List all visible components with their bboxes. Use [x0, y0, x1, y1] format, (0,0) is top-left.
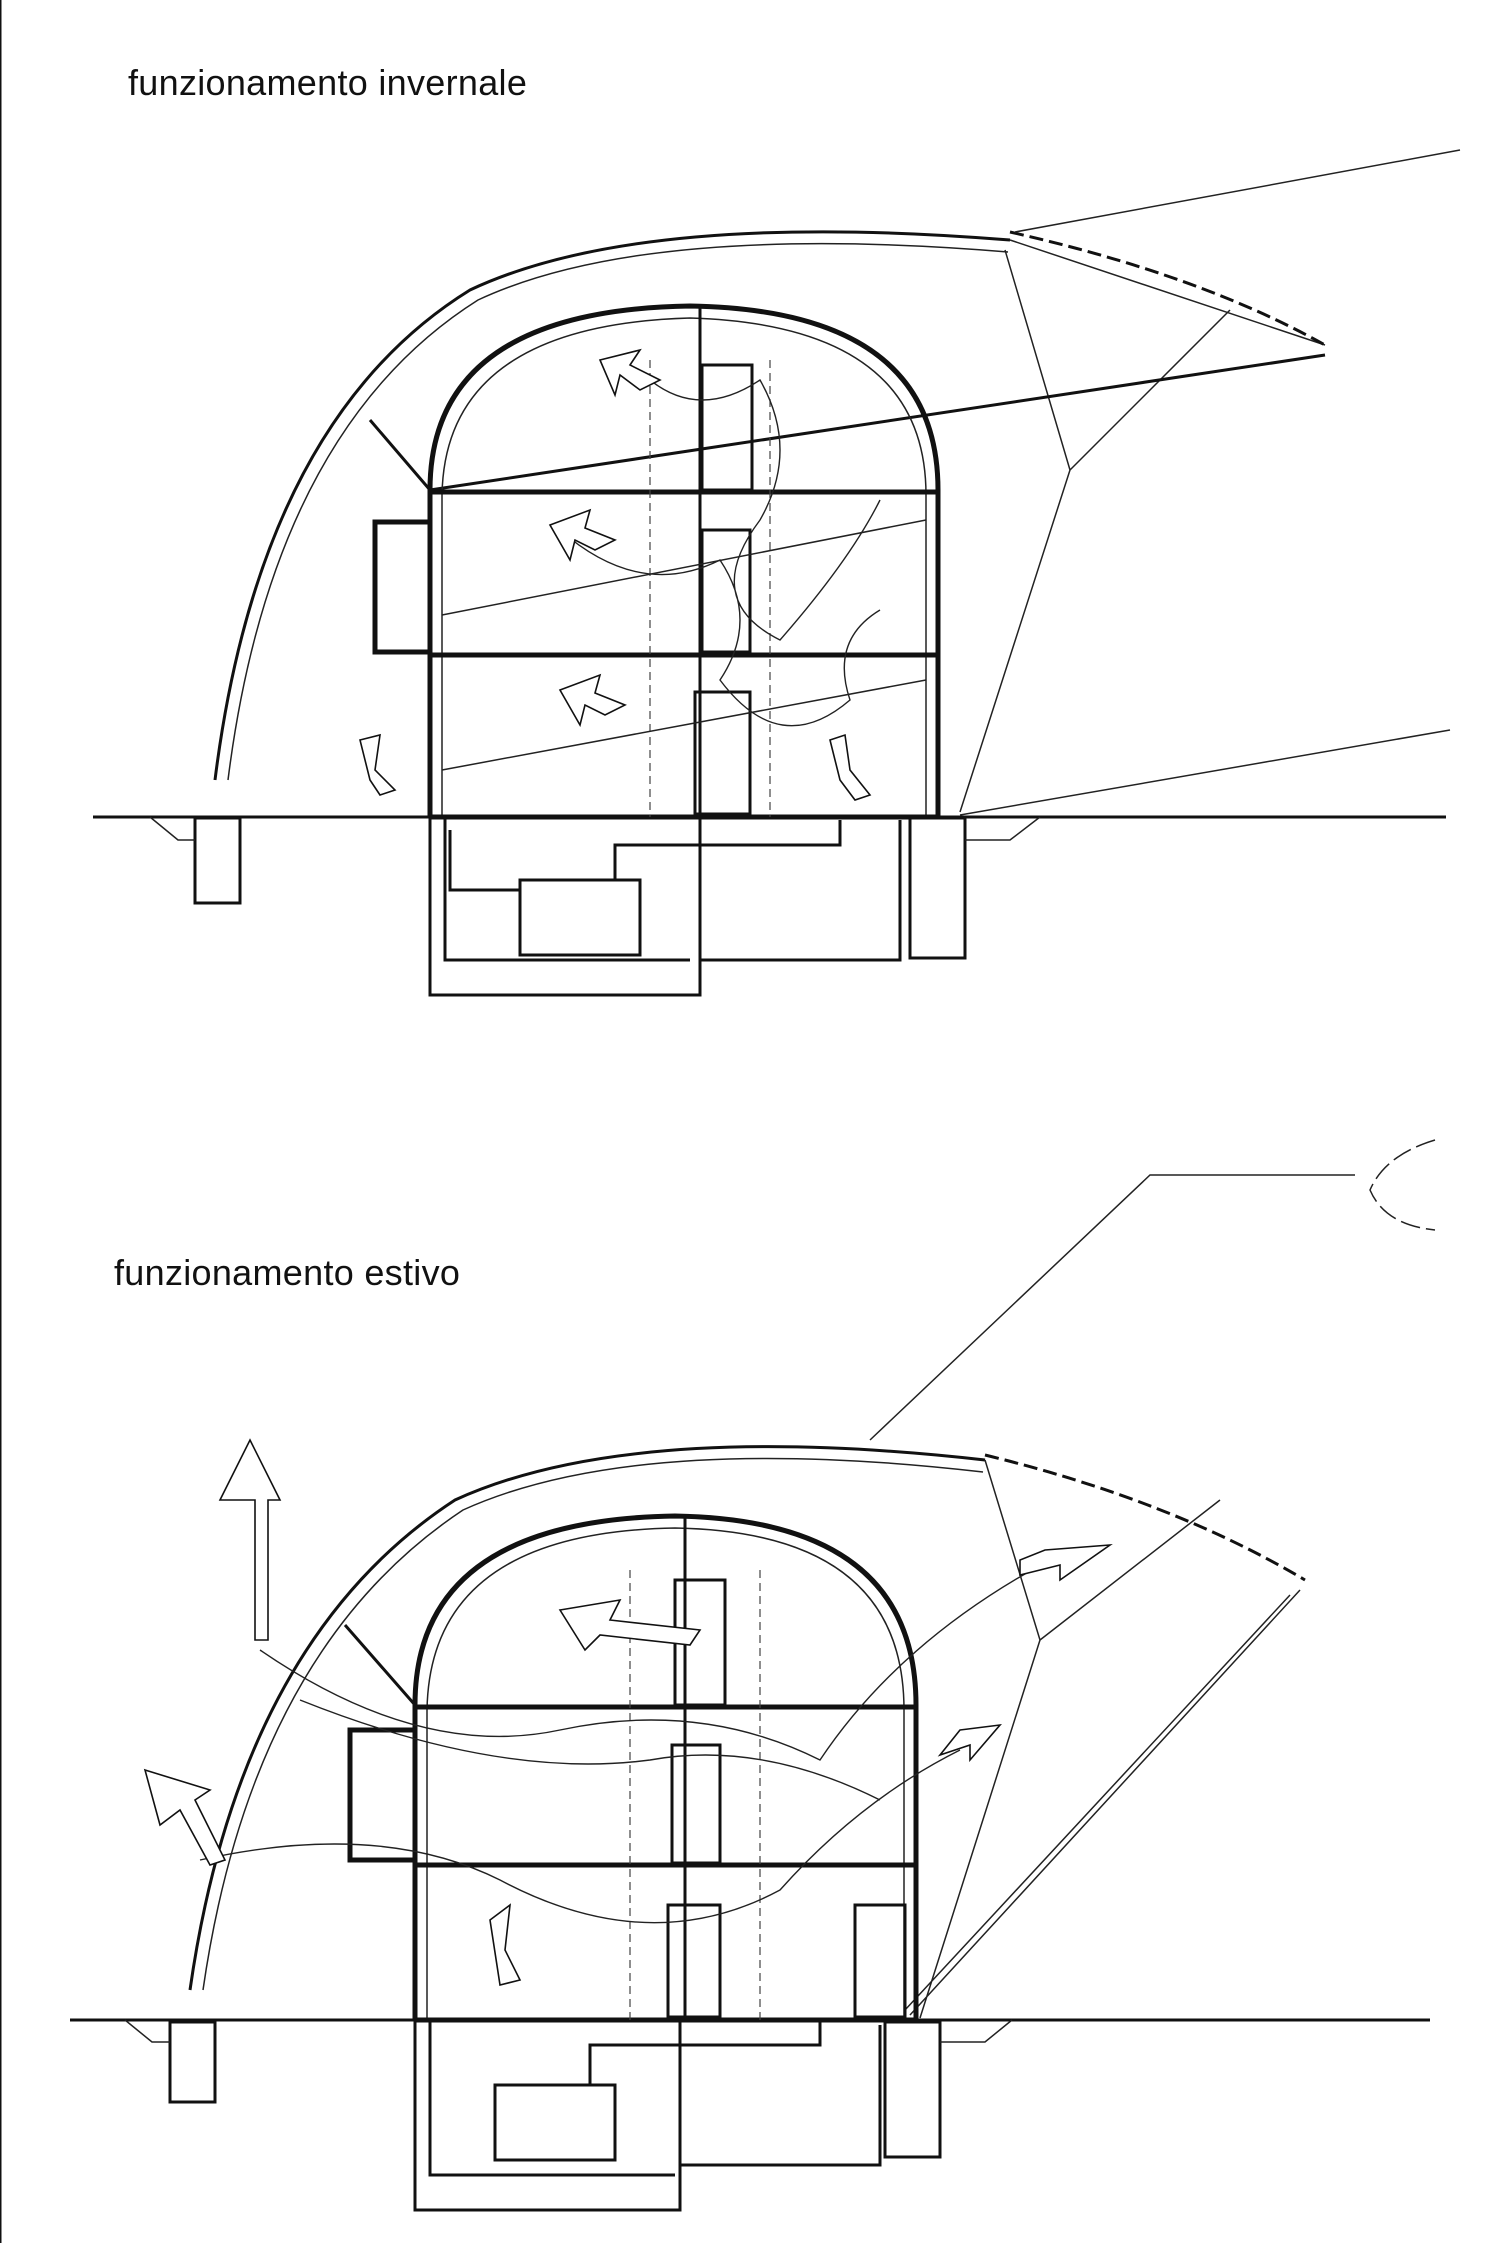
exhaust-arrow-icon [1019, 1543, 1113, 1582]
building-envelope [427, 303, 941, 817]
sun-ray-in [441, 519, 927, 616]
airflow-path [559, 379, 881, 727]
sun-symbol [1369, 1139, 1436, 1231]
footing [124, 2019, 1013, 2043]
exhaust-arrow-icon [937, 1723, 1002, 1763]
duct-low [666, 1903, 722, 2019]
sun-ray-low [959, 729, 1451, 816]
air-arrow-icon [548, 508, 617, 563]
summer-section [70, 1139, 1436, 2212]
airflow-path [199, 1559, 1051, 1924]
right-foundation [883, 2020, 942, 2159]
right-foundation [908, 816, 967, 960]
heat-storage [518, 878, 642, 957]
air-duct [588, 2022, 822, 2085]
outer-glass-shell [213, 230, 1011, 781]
air-arrow-icon [598, 348, 662, 398]
outer-shell-inner-line [227, 242, 1009, 781]
air-arrow-icon [558, 1598, 702, 1652]
winter-operation-title: funzionamento invernale [128, 62, 528, 103]
exhaust-arrow-icon [218, 1438, 282, 1641]
support-frame [904, 1459, 1301, 2019]
winter-section [93, 149, 1461, 997]
air-arrow-icon [829, 733, 872, 801]
strut [343, 1624, 417, 1706]
sun-ray [1014, 149, 1461, 233]
outer-shell-inner-line [202, 1457, 984, 1991]
heat-storage [493, 2083, 617, 2162]
basement [413, 2020, 882, 2212]
solar-collectors [1009, 230, 1326, 347]
panel-support [1009, 239, 1326, 346]
duct-mid [670, 1743, 722, 1865]
window-bay [372, 519, 433, 655]
envelope-inner [441, 317, 927, 817]
solar-collectors [984, 1453, 1306, 1582]
left-foundation [193, 816, 242, 905]
window-bay [347, 1727, 418, 1863]
air-arrow-icon [359, 733, 397, 796]
footing [149, 816, 1041, 841]
envelope-inner [426, 1527, 905, 2020]
sun-angle-line [869, 1174, 1355, 1441]
basement [428, 817, 902, 997]
duct-upper [700, 363, 754, 492]
duct-low [693, 690, 752, 816]
support-frame [959, 249, 1231, 813]
exhaust-arrow-icon [143, 1768, 227, 1866]
air-arrow-icon [489, 1903, 522, 1986]
strut [368, 419, 432, 491]
building-envelope [412, 1513, 919, 2020]
duct-mid [700, 528, 752, 654]
vent-box [853, 1903, 907, 2019]
summer-operation-title: funzionamento estivo [114, 1252, 461, 1293]
outer-glass-shell [188, 1445, 986, 1991]
air-duct [448, 820, 842, 892]
air-arrow-icon [558, 673, 627, 728]
sun-ray-in [441, 679, 927, 771]
tie-rod [429, 353, 1326, 492]
left-foundation [168, 2020, 217, 2104]
